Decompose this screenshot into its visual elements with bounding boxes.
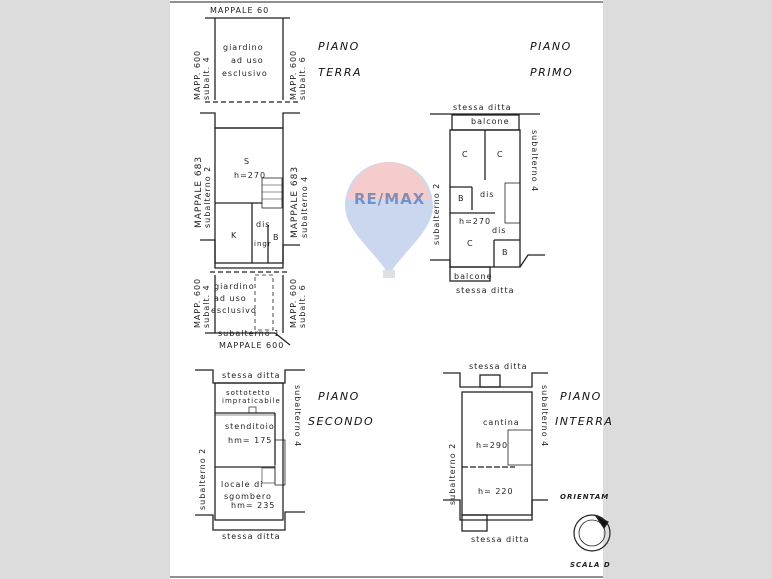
secondo-room3-height: hm= 235 — [231, 501, 276, 510]
terra-title-1: PIANO — [318, 40, 360, 53]
primo-bottom: stessa ditta — [456, 286, 515, 295]
compass-icon — [573, 514, 611, 552]
primo-room-c2: C — [497, 150, 504, 159]
interrato-room1-height: h=290 — [476, 441, 509, 450]
terra-room-b: B — [273, 233, 280, 242]
interrato-right: subalterno 4 — [540, 385, 549, 448]
primo-room-b1: B — [458, 194, 465, 203]
interrato-room2-height: h= 220 — [478, 487, 514, 496]
secondo-right: subalterno 4 — [293, 385, 302, 448]
primo-dis-2: dis — [492, 226, 507, 235]
primo-room-c3: C — [467, 239, 474, 248]
primo-room-c1: C — [462, 150, 469, 159]
primo-top: stessa ditta — [453, 103, 512, 112]
primo-left: subalterno 2 — [432, 182, 441, 245]
terra-left-bottom-2: subalt. 4 — [202, 284, 211, 328]
interrato-title-1: PIANO — [560, 390, 602, 403]
terra-left-top: MAPP. 600 — [193, 49, 202, 100]
primo-room-b2: B — [502, 248, 509, 257]
secondo-room1-a: sottotetto — [226, 389, 271, 397]
orientation-label: ORIENTAM — [560, 493, 610, 501]
first-floor-plan — [430, 113, 545, 282]
secondo-top: stessa ditta — [222, 371, 281, 380]
terra-bottom-2: MAPPALE 600 — [219, 341, 285, 350]
interrato-top: stessa ditta — [469, 362, 528, 371]
secondo-bottom: stessa ditta — [222, 532, 281, 541]
basement-plan — [443, 372, 611, 552]
primo-dis-1: dis — [480, 190, 495, 199]
terra-right-mid: MAPPALE 683 — [290, 165, 300, 238]
terra-title-2: TERRA — [318, 66, 362, 79]
terra-left-bottom: MAPP. 600 — [193, 277, 202, 328]
terra-height: h=270 — [234, 171, 267, 180]
secondo-title-1: PIANO — [318, 390, 360, 403]
secondo-room2: stenditoio — [225, 422, 275, 431]
secondo-title-2: SECONDO — [308, 415, 375, 428]
ground-floor-plan — [200, 17, 300, 346]
secondo-left: subalterno 2 — [198, 447, 207, 510]
terra-room-s: S — [244, 157, 251, 166]
terra-right-mid-2: subalterno 4 — [300, 175, 309, 238]
interrato-title-2: INTERRA — [555, 415, 614, 428]
terra-room-ingr: ingr — [254, 240, 272, 248]
terra-bottom-1: subalterno 1 — [218, 329, 281, 338]
terra-left-top-2: subalt. 4 — [202, 56, 211, 100]
primo-height: h=270 — [459, 217, 492, 226]
terra-garden-2: ad uso — [231, 56, 264, 65]
terra-left-mid-2: subalterno 2 — [203, 165, 212, 228]
interrato-room1: cantina — [483, 418, 520, 427]
scale-label: SCALA D — [570, 561, 611, 569]
terra-garden-3: esclusivo — [222, 69, 268, 78]
terra-right-top: MAPP. 600 — [289, 49, 298, 100]
remax-balloon-watermark — [345, 162, 433, 278]
secondo-room1-b: impraticabile — [222, 397, 281, 405]
terra-room-dis: dis — [256, 220, 271, 229]
terra-garden2-2: ad uso — [214, 294, 247, 303]
terra-top-label: MAPPALE 60 — [210, 6, 270, 15]
primo-balcone-2: balcone — [454, 272, 493, 281]
terra-right-top-2: subalt. 6 — [298, 56, 307, 100]
watermark-text: RE/MAX — [354, 190, 426, 208]
primo-balcone-1: balcone — [471, 117, 510, 126]
secondo-room2-height: hm= 175 — [228, 436, 273, 445]
second-floor-plan — [195, 369, 305, 531]
terra-garden2-3: esclusivo — [211, 306, 257, 315]
primo-title-1: PIANO — [530, 40, 572, 53]
interrato-bottom: stessa ditta — [471, 535, 530, 544]
floor-plan-sheet — [170, 0, 603, 579]
secondo-room3-b: sgombero — [224, 492, 272, 501]
terra-room-k: K — [231, 231, 238, 240]
secondo-room3-a: locale di — [221, 480, 264, 489]
interrato-left: subalterno 2 — [448, 442, 457, 505]
primo-title-2: PRIMO — [530, 66, 574, 79]
terra-right-bottom: MAPP. 600 — [289, 277, 298, 328]
terra-right-bottom-2: subalt. 6 — [298, 284, 307, 328]
terra-garden2-1: giardino — [214, 282, 255, 291]
primo-right: subalterno 4 — [530, 130, 539, 193]
terra-garden-1: giardino — [223, 43, 264, 52]
